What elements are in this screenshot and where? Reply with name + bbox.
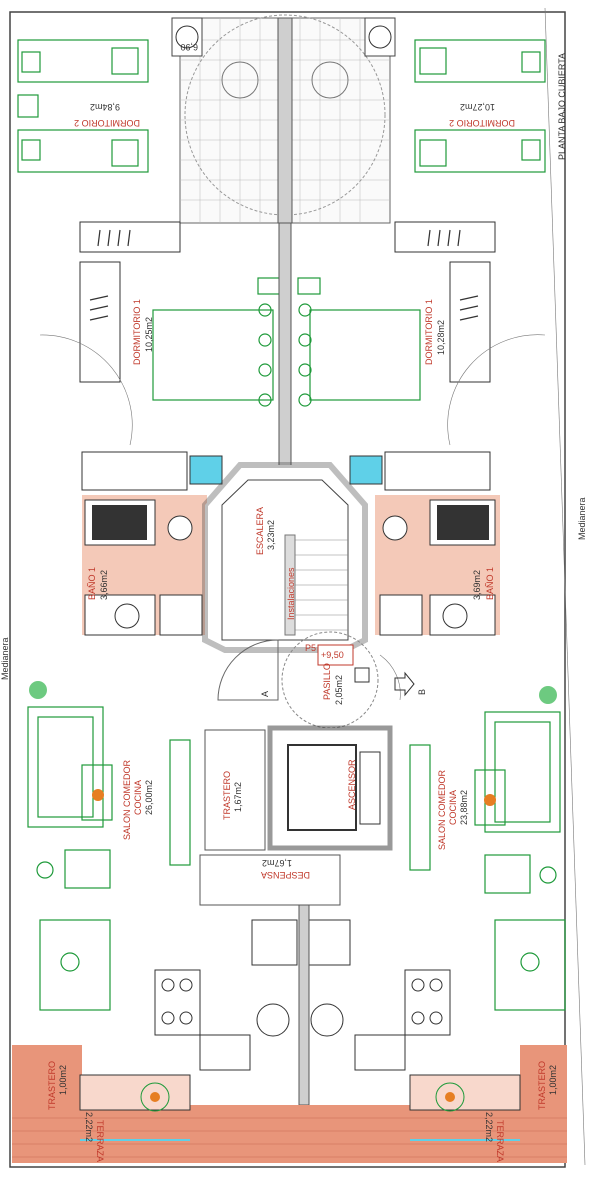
bathroom-right (349, 451, 500, 636)
pasillo-name: PASILLO (322, 663, 332, 700)
bedroom-2-left (17, 39, 149, 173)
trastero-right-area: 1,00m2 (548, 1065, 558, 1095)
despensa-name: DESPENSA (261, 870, 310, 880)
central-wall-upper (278, 222, 292, 469)
door-a-label: A (260, 691, 270, 697)
escalera-area: 3,23m2 (266, 520, 276, 550)
salon-right-area: 23,88m2 (459, 790, 469, 825)
door-arc-right-bed1 (447, 334, 546, 446)
dorm2-right-name: DORMITORIO 2 (449, 118, 515, 128)
instalaciones-label: Instalaciones (286, 567, 296, 620)
salon-left-sub: COCINA (133, 780, 143, 815)
medianera-left: Medianera (0, 637, 10, 680)
terraza-left-area: 2,22m2 (84, 1112, 94, 1142)
medianera-right: Medianera (577, 497, 587, 540)
top-dimension: 6,90 (180, 42, 198, 52)
dorm1-right-area: 10,28m2 (436, 320, 446, 355)
door-b-label: B (417, 689, 427, 695)
living-right (409, 686, 566, 1011)
despensa-area: 1,67m2 (262, 858, 292, 868)
bathroom-left (81, 451, 223, 636)
escalera-name: ESCALERA (255, 507, 265, 555)
arrow-b-icon (394, 671, 415, 697)
staircase (202, 462, 368, 653)
salon-right-sub: COCINA (448, 790, 458, 825)
elevator-block (199, 725, 393, 906)
bano-left-area: 3,66m2 (99, 570, 109, 600)
dorm1-right-name: DORMITORIO 1 (424, 299, 434, 365)
planta-label: PLANTA BAJO CUBIERTA (557, 53, 567, 160)
right-property-line (544, 7, 586, 1166)
trastero-left-area: 1,00m2 (58, 1065, 68, 1095)
closets-upper (79, 221, 496, 383)
level-value: +9,50 (321, 650, 344, 660)
trastero-mid-area: 1,67m2 (233, 782, 243, 812)
terraza-right-name: TERRAZA (495, 1120, 505, 1162)
bedroom-2-right (414, 39, 546, 173)
salon-left-area: 26,00m2 (144, 780, 154, 815)
door-arc-left-bed1 (39, 334, 133, 446)
bano-right-area: 3,69m2 (472, 570, 482, 600)
kitchen-block (154, 904, 451, 1106)
trastero-mid-name: TRASTERO (222, 771, 232, 820)
salon-right-name: SALON COMEDOR (437, 769, 447, 850)
dorm1-left-name: DORMITORIO 1 (132, 299, 142, 365)
living-left (27, 681, 191, 1011)
pasillo (217, 631, 401, 729)
dorm1-left-area: 10,25m2 (144, 317, 154, 352)
terraza-left-name: TERRAZA (95, 1120, 105, 1162)
dorm2-right-area: 10,27m2 (460, 102, 495, 112)
bano-left-name: BAÑO 1 (87, 567, 97, 600)
terraza-right-area: 2,22m2 (484, 1112, 494, 1142)
ascensor-label: ASCENSOR (347, 759, 357, 810)
dorm2-left-name: DORMITORIO 2 (74, 118, 140, 128)
bedroom-1-beds (152, 277, 421, 407)
trastero-right-name: TRASTERO (537, 1061, 547, 1110)
salon-left-name: SALON COMEDOR (122, 759, 132, 840)
top-terrace (171, 14, 396, 224)
pasillo-area: 2,05m2 (334, 675, 344, 705)
bano-right-name: BAÑO 1 (485, 567, 495, 600)
bottom-terrace (12, 1045, 567, 1163)
dorm2-left-area: 9,84m2 (90, 102, 120, 112)
level-prefix: P5 (305, 643, 316, 653)
trastero-left-name: TRASTERO (47, 1061, 57, 1110)
